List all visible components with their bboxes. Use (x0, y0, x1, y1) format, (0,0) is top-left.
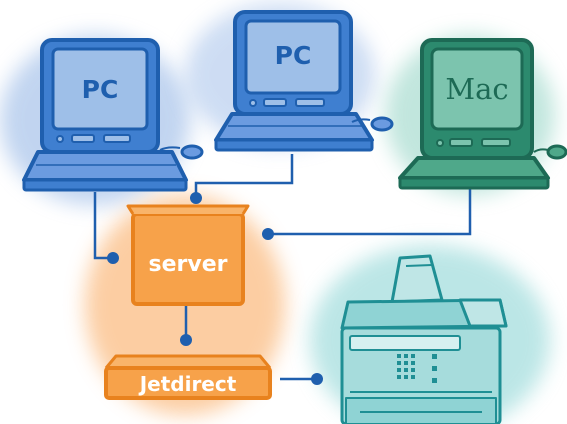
printer-icon (340, 254, 508, 424)
pc-center-computer: PC (214, 10, 394, 152)
server-box: server (126, 204, 250, 306)
jetdirect-box: Jetdirect (104, 354, 272, 400)
connection-lines (93, 154, 472, 381)
pc-left-label: PC (82, 75, 119, 104)
jetdirect-label: Jetdirect (138, 372, 237, 396)
link-mac-server (268, 170, 472, 236)
pc-left-computer: PC (22, 38, 204, 192)
link-pc-center-server (194, 154, 294, 198)
pc-center-label: PC (275, 41, 312, 70)
printer-keypad (397, 354, 437, 383)
connection-dots (107, 192, 323, 385)
mac-label: Mac (445, 72, 508, 106)
mac-computer: Mac (398, 38, 567, 190)
server-label: server (149, 252, 228, 277)
